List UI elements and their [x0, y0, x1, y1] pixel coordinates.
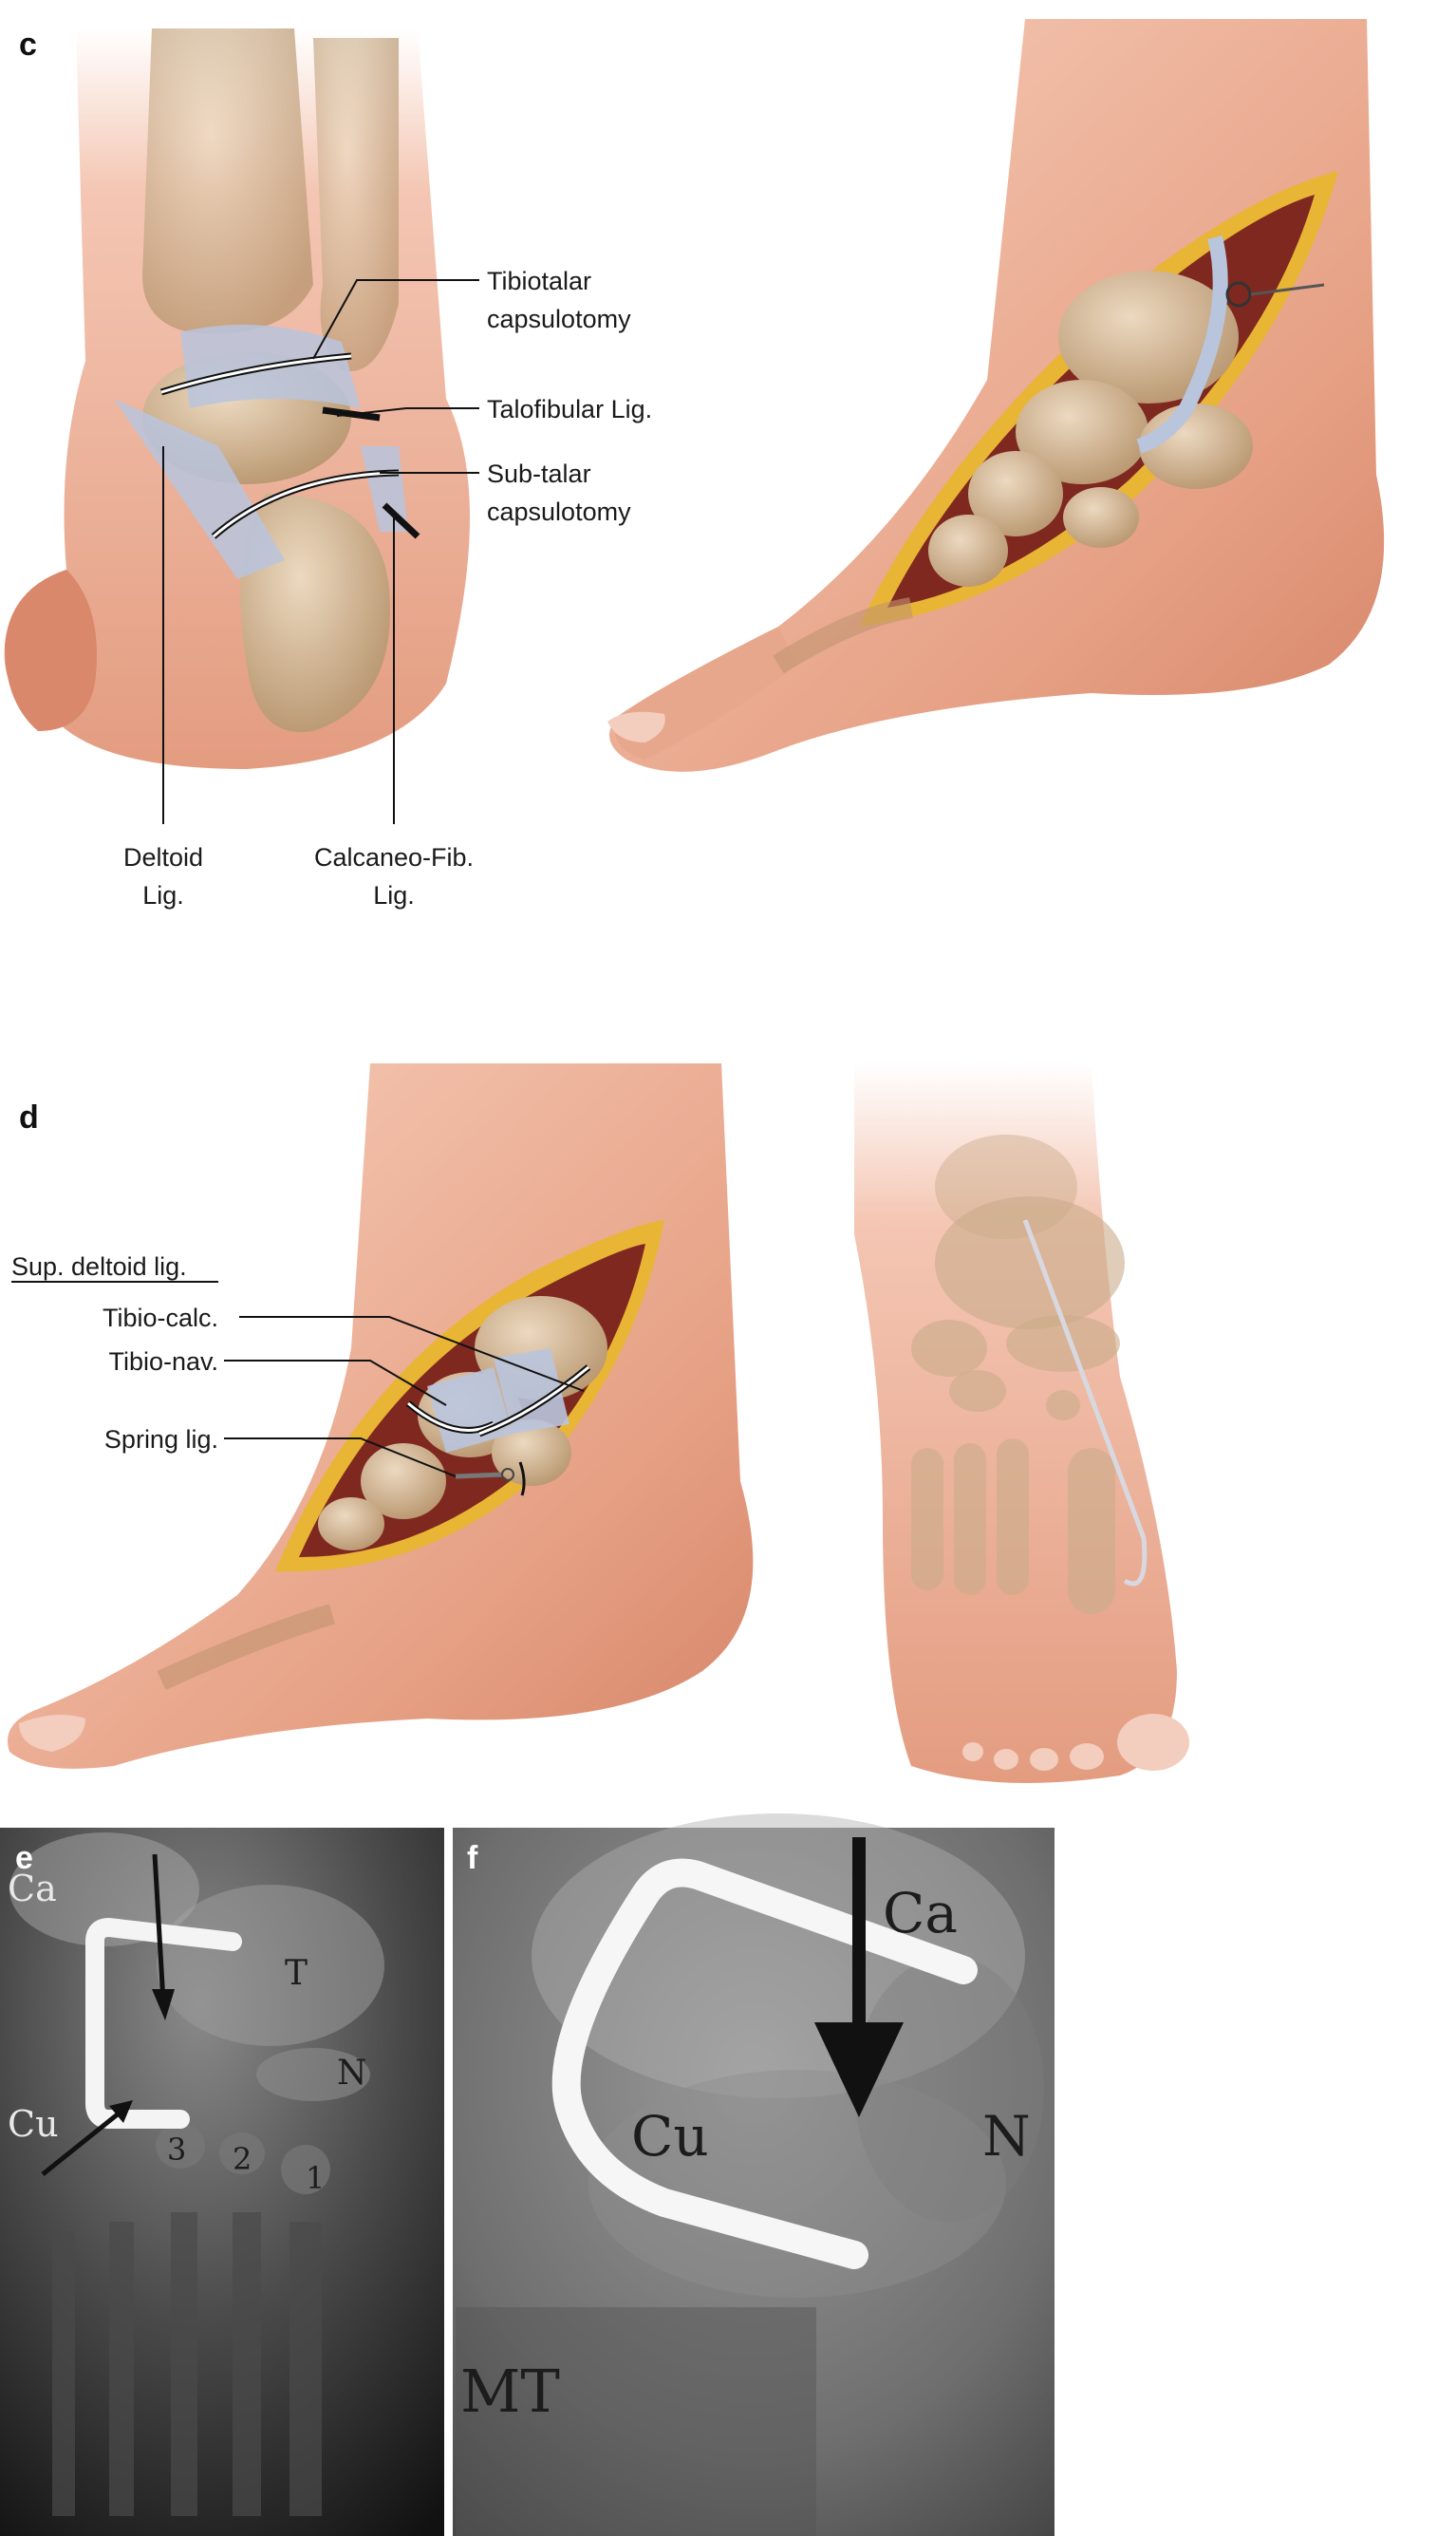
medial-foot-deltoid-illustration — [8, 1063, 754, 1769]
label-subtalar-1: Sub-talar — [487, 460, 591, 488]
label-tibio-calc: Tibio-calc. — [103, 1304, 218, 1332]
label-tibio-nav: Tibio-nav. — [108, 1347, 218, 1376]
label-e-n: N — [337, 2054, 367, 2093]
label-e-cu: Cu — [8, 2103, 59, 2145]
label-calcaneofib-1: Calcaneo-Fib. — [314, 843, 474, 872]
label-f-cu: Cu — [631, 2104, 709, 2169]
leader-tibio-nav — [224, 1360, 447, 1406]
label-talofibular: Talofibular Lig. — [487, 395, 652, 423]
label-e-t: T — [285, 1954, 308, 1993]
label-tibiotalar-2: capsulotomy — [487, 305, 631, 333]
label-e-2: 2 — [233, 2141, 252, 2177]
panel-d: d Sup. deltoid lig. — [8, 1063, 1189, 1783]
panel-label-c: c — [19, 27, 37, 63]
leader-spring — [224, 1437, 457, 1477]
dorsal-foot-pin-illustration — [854, 1063, 1189, 1783]
label-deltoid-1: Deltoid — [123, 843, 203, 872]
arrow-e-vertical — [152, 1853, 166, 2002]
panel-c: c Tibiot — [4, 19, 1385, 910]
label-f-n: N — [982, 2104, 1031, 2169]
leader-talofibular — [336, 407, 479, 417]
calcaneofibular-incision-line — [382, 502, 420, 539]
pin-f — [551, 1858, 978, 2269]
medial-foot-incision-illustration — [607, 19, 1385, 772]
label-sup-deltoid: Sup. deltoid lig. — [11, 1252, 187, 1281]
label-f-ca: Ca — [883, 1881, 958, 1945]
pin-e — [85, 1917, 242, 2129]
label-deltoid-2: Lig. — [142, 881, 184, 910]
label-f-mt: MT — [460, 2357, 560, 2426]
panel-label-f: f — [467, 1840, 478, 1876]
leader-tibiotalar — [312, 279, 479, 360]
panel-f: f Ca Cu N MT — [453, 1813, 1055, 2536]
arrow-e-diagonal — [41, 2108, 125, 2176]
label-tibiotalar-1: Tibiotalar — [487, 267, 591, 295]
label-e-3: 3 — [167, 2132, 186, 2168]
label-spring: Spring lig. — [104, 1425, 218, 1454]
label-calcaneofib-2: Lig. — [373, 881, 415, 910]
posterior-ankle-illustration — [4, 28, 470, 769]
panel-label-d: d — [19, 1099, 39, 1136]
panel-label-e: e — [15, 1840, 33, 1876]
leader-tibio-calc — [239, 1316, 585, 1392]
label-subtalar-2: capsulotomy — [487, 498, 631, 526]
panel-e: e Ca T N Cu 3 2 1 — [0, 1828, 444, 2536]
xray-f — [453, 1828, 1055, 2536]
label-e-1: 1 — [306, 2160, 325, 2196]
label-e-ca: Ca — [8, 1868, 57, 1909]
